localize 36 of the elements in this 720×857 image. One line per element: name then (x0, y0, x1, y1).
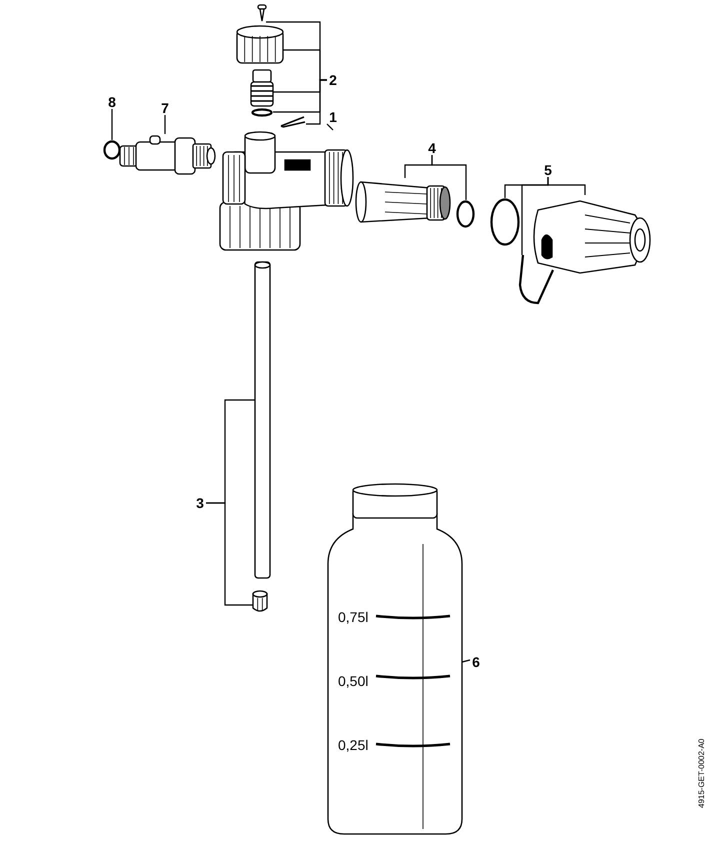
leader-line (306, 79, 327, 125)
filter-drawing (252, 590, 268, 612)
adapter-drawing (119, 135, 216, 175)
nozzle-insert-drawing (355, 181, 451, 223)
o-ring-drawing (251, 108, 273, 117)
drawing-number: 4915-GET-0002-A0 (697, 738, 706, 808)
callout-number: 4 (426, 141, 438, 155)
nozzle-head-drawing (533, 200, 651, 274)
o-ring-drawing (490, 198, 520, 246)
screw-drawing (257, 4, 267, 22)
o-ring-drawing (456, 200, 475, 228)
valve-insert-drawing (250, 69, 274, 107)
callout-number: 6 (470, 655, 482, 669)
callout-number: 1 (327, 110, 339, 124)
leader-line (431, 155, 467, 200)
leader-line (462, 659, 470, 663)
callout-number: 2 (327, 73, 339, 87)
volume-mark: 0,50l (338, 674, 368, 688)
leader-line (547, 177, 586, 195)
o-ring-drawing (103, 140, 121, 160)
clip-drawing (280, 116, 306, 128)
bottle-drawing (327, 483, 463, 835)
volume-mark: 0,25l (338, 738, 368, 752)
wire-clip-drawing (518, 254, 554, 304)
leader-line (164, 115, 166, 134)
volume-mark: 0,75l (338, 610, 368, 624)
valve-body-drawing (219, 131, 354, 251)
callout-number: 8 (106, 95, 118, 109)
leader-line (326, 124, 334, 130)
cap-drawing (236, 25, 284, 64)
callout-number: 7 (159, 101, 171, 115)
callout-number: 3 (194, 496, 206, 510)
leader-line (111, 109, 113, 140)
leader-line (206, 502, 253, 606)
suction-tube-drawing (254, 261, 271, 579)
callout-number: 5 (542, 163, 554, 177)
